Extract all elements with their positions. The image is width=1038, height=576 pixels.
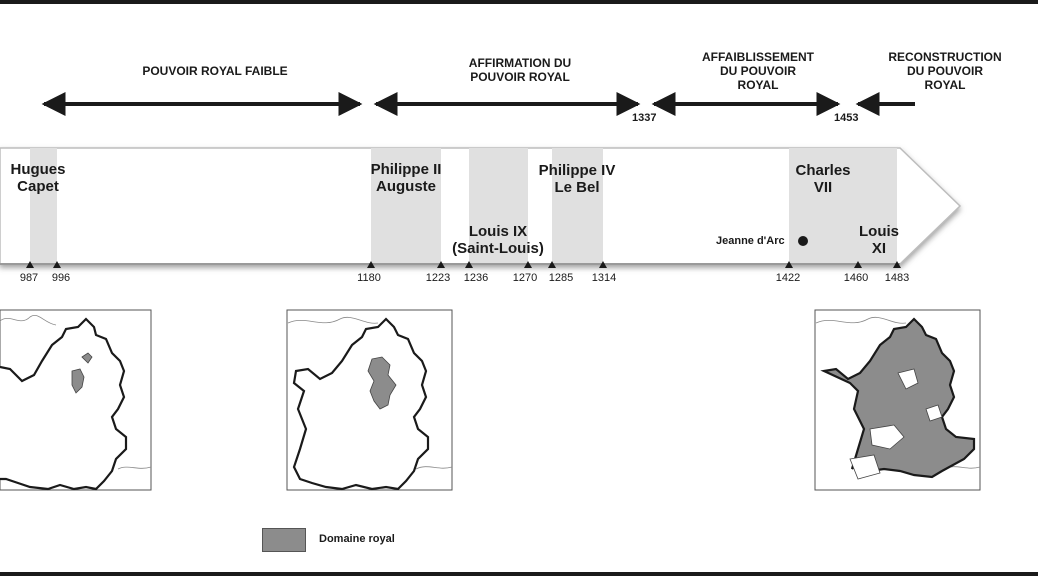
map-hugues-capet (0, 309, 152, 491)
royal-domain-1223 (367, 356, 397, 410)
tick-1285 (548, 261, 556, 268)
jeanne-darc-marker (798, 236, 808, 246)
tick-1422 (785, 261, 793, 268)
year-1460: 1460 (843, 272, 869, 284)
year-1422: 1422 (775, 272, 801, 284)
non-royal-gap-3 (925, 404, 943, 422)
map-philippe-ii (286, 309, 453, 491)
tick-1314 (599, 261, 607, 268)
legend-swatch (262, 528, 306, 552)
ruler-philippe-iv: Philippe IV Le Bel (538, 162, 616, 196)
break-year-1453: 1453 (834, 112, 859, 124)
non-royal-gap-2 (897, 368, 919, 390)
reign-band-louis-ix (469, 148, 528, 264)
period-arrows (41, 92, 915, 116)
break-year-1337: 1337 (632, 112, 657, 124)
royal-domain-987-b (81, 352, 93, 364)
tick-1223 (437, 261, 445, 268)
ruler-philippe-ii: Philippe II Auguste (370, 161, 442, 195)
tick-1180 (367, 261, 375, 268)
tick-996 (53, 261, 61, 268)
top-border (0, 0, 1038, 4)
ruler-louis-xi: Louis XI (859, 223, 899, 257)
period-label-2: AFFIRMATION DU POUVOIR ROYAL (468, 56, 572, 84)
france-outline (292, 317, 430, 491)
jeanne-darc-label: Jeanne d'Arc (716, 235, 785, 247)
year-1270: 1270 (512, 272, 538, 284)
year-1180: 1180 (357, 272, 381, 284)
year-1236: 1236 (463, 272, 489, 284)
year-1285: 1285 (548, 272, 574, 284)
period-label-3: AFFAIBLISSEMENT DU POUVOIR ROYAL (701, 50, 814, 92)
ruler-charles-vii: Charles VII (795, 162, 851, 196)
reign-band-hugues-capet (30, 148, 57, 264)
ruler-louis-ix: Louis IX (Saint-Louis) (452, 223, 544, 257)
year-1314: 1314 (591, 272, 617, 284)
reign-band-philippe-iv (552, 148, 603, 264)
non-royal-gap-1 (869, 424, 905, 450)
coastline-north (287, 316, 379, 324)
tick-1460 (854, 261, 862, 268)
coastline-north (815, 316, 907, 324)
bottom-border (0, 572, 1038, 576)
map-louis-xi (814, 309, 981, 491)
coastline-north (0, 315, 57, 326)
border-east (117, 466, 152, 470)
timeline-bar (0, 147, 962, 268)
year-1483: 1483 (884, 272, 910, 284)
non-royal-gap-4 (849, 454, 881, 480)
year-1223: 1223 (425, 272, 451, 284)
border-east (415, 466, 453, 470)
period-label-1: POUVOIR ROYAL FAIBLE (142, 64, 288, 78)
year-996: 996 (51, 272, 71, 284)
period-label-4: RECONSTRUCTION DU POUVOIR ROYAL (888, 50, 1002, 92)
tick-1483 (893, 261, 901, 268)
year-987: 987 (19, 272, 39, 284)
reign-band-philippe-ii (371, 148, 441, 264)
tick-1236 (465, 261, 473, 268)
france-outline (0, 317, 128, 491)
reign-band-louis-xi (858, 148, 897, 264)
royal-domain-987 (71, 368, 85, 394)
tick-987 (26, 261, 34, 268)
year-ticks (26, 261, 901, 268)
legend-label: Domaine royal (319, 533, 395, 545)
ruler-hugues-capet: Hugues Capet (10, 161, 66, 195)
tick-1270 (524, 261, 532, 268)
